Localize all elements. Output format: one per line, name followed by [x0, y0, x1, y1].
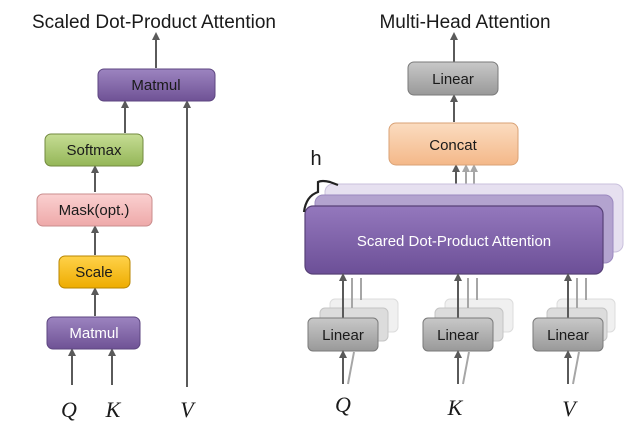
left-mask-box: Mask(opt.) — [36, 193, 153, 227]
right-input-q: Q — [335, 392, 351, 417]
left-softmax-box: Softmax — [44, 133, 144, 167]
left-matmul-top-box: Matmul — [97, 68, 216, 102]
right-concat-box: Concat — [388, 122, 519, 166]
left-input-v: V — [180, 397, 196, 422]
left-scale-box: Scale — [58, 255, 131, 289]
left-scale-label: Scale — [75, 264, 113, 281]
left-softmax-label: Softmax — [66, 142, 122, 159]
right-concat-label: Concat — [429, 137, 477, 154]
head-count-bracket: h — [302, 148, 339, 213]
left-matmul-top-label: Matmul — [131, 77, 180, 94]
right-linear-k-box: Linear — [422, 317, 494, 352]
right-linear-v-label: Linear — [547, 327, 589, 344]
right-linear-v-box: Linear — [532, 317, 604, 352]
right-linear-q-box: Linear — [307, 317, 379, 352]
left-matmul-bottom-box: Matmul — [46, 316, 141, 350]
left-arrows — [68, 32, 191, 387]
left-input-q: Q — [61, 397, 77, 422]
right-title: Multi-Head Attention — [379, 12, 550, 33]
right-linear-top-label: Linear — [432, 71, 474, 88]
right-input-k: K — [447, 395, 464, 420]
right-attention-box: Scared Dot-Product Attention — [304, 205, 604, 275]
head-count-label: h — [310, 148, 321, 170]
left-mask-label: Mask(opt.) — [59, 202, 130, 219]
left-matmul-bottom-label: Matmul — [69, 325, 118, 342]
right-linear-k-label: Linear — [437, 327, 479, 344]
right-linear-q-label: Linear — [322, 327, 364, 344]
right-linear-top-box: Linear — [407, 61, 499, 96]
right-input-v: V — [562, 396, 578, 421]
right-arrows-bottom — [339, 350, 580, 385]
right-attention-label: Scared Dot-Product Attention — [357, 233, 551, 250]
left-title: Scaled Dot-Product Attention — [32, 12, 276, 33]
right-arrows-middle — [339, 273, 587, 318]
left-input-k: K — [105, 397, 122, 422]
